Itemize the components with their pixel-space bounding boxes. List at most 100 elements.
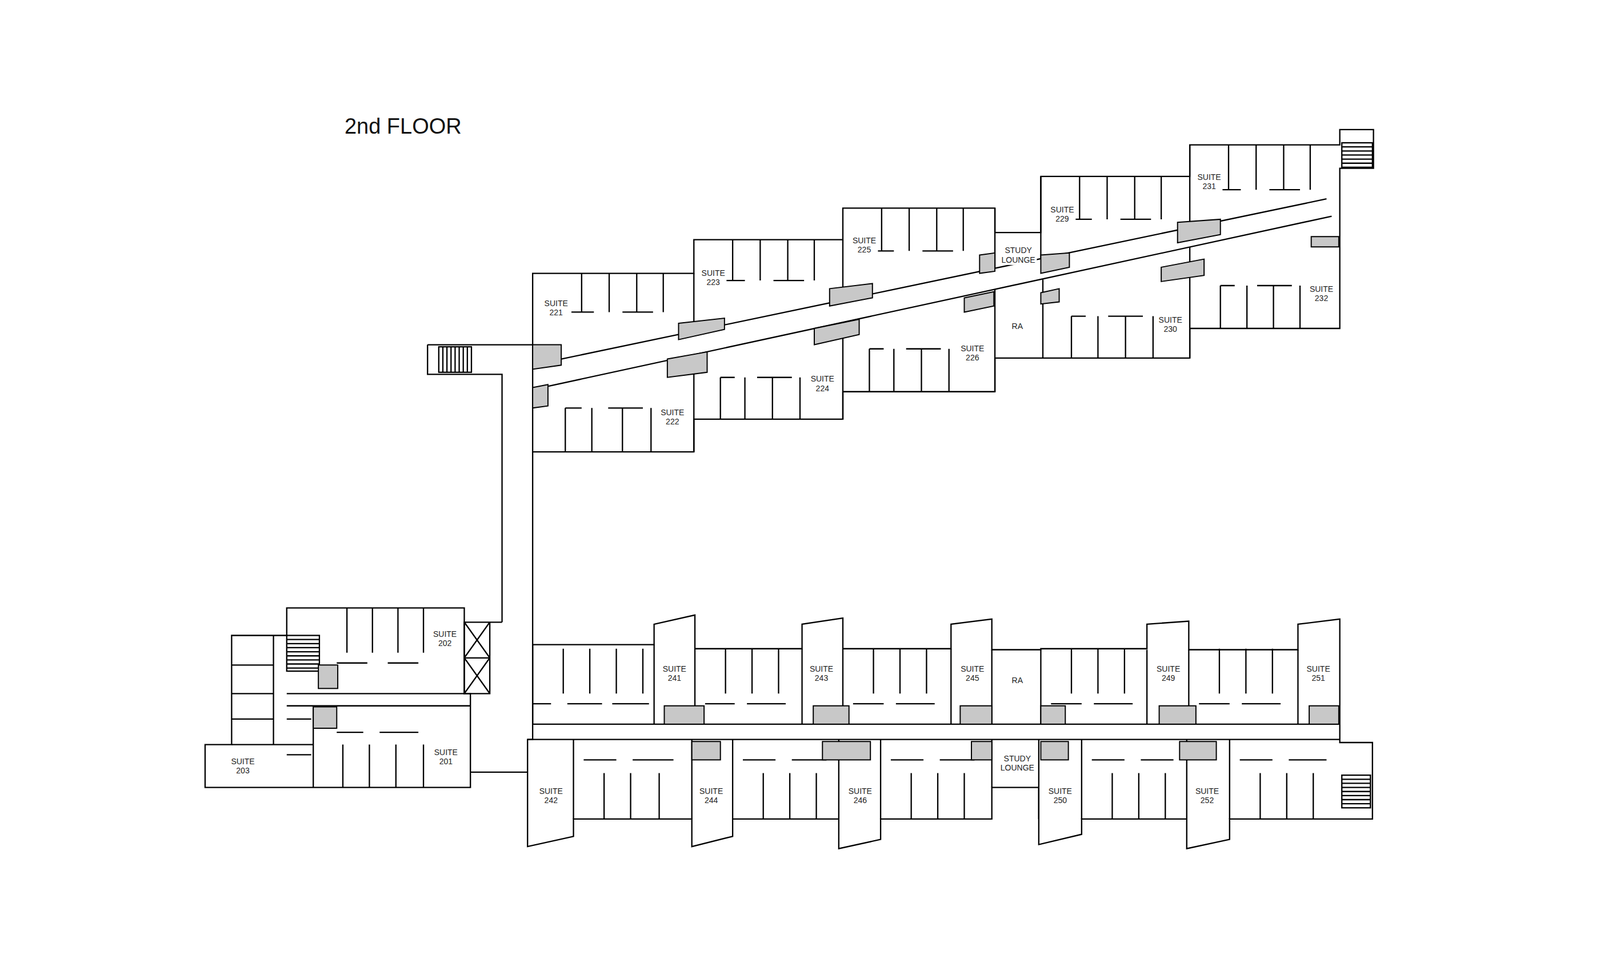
closet — [532, 384, 548, 408]
room-name: SUITE 243 — [808, 663, 835, 683]
corridor-wall — [532, 198, 1332, 390]
room-name: SUITE 230 — [1157, 314, 1184, 335]
closet — [960, 706, 992, 725]
room-name: SUITE 202 — [431, 629, 459, 649]
room-label: SUITE 230 — [1157, 314, 1184, 335]
closet — [1040, 741, 1068, 760]
room-name: SUITE 231 — [1195, 172, 1223, 192]
corridor-wall — [527, 645, 1340, 740]
closet — [1040, 706, 1066, 725]
room-name: SUITE 223 — [700, 268, 727, 288]
closet — [667, 352, 708, 378]
room-label: SUITE 226 — [958, 343, 986, 363]
room-wall — [532, 649, 1327, 820]
room-name: SUITE 221 — [542, 298, 570, 318]
closet — [1179, 741, 1216, 760]
closet — [1177, 219, 1221, 243]
room-label: SUITE 251 — [1305, 663, 1332, 683]
room-label: SUITE 252 — [1193, 786, 1221, 806]
room-label: SUITE 202 — [431, 629, 459, 649]
closet — [964, 292, 995, 313]
wall — [205, 608, 471, 788]
closet — [318, 665, 338, 689]
room-name: SUITE 201 — [432, 747, 460, 767]
room-label: SUITE 223 — [700, 268, 727, 288]
stair-treads — [442, 346, 468, 373]
closet — [1159, 706, 1196, 725]
stair-treads — [286, 640, 320, 669]
room-name: SUITE 203 — [229, 756, 256, 776]
corridor-wall — [427, 345, 533, 646]
closet — [829, 283, 873, 306]
room-name: RA — [1010, 321, 1025, 332]
room-label: SUITE 244 — [697, 786, 725, 806]
room-label: SUITE 221 — [542, 298, 570, 318]
stair — [1341, 775, 1371, 808]
room-label: SUITE 229 — [1048, 204, 1076, 224]
room-label: SUITE 201 — [432, 747, 460, 767]
room-name: SUITE 224 — [809, 373, 836, 394]
room-label: SUITE 203 — [229, 756, 256, 776]
stair-treads — [1341, 779, 1371, 804]
room-name: SUITE 226 — [958, 343, 986, 363]
room-name: STUDY LOUNGE — [1000, 245, 1038, 265]
closet — [1161, 259, 1204, 282]
elevator — [464, 622, 503, 694]
room-wall — [286, 608, 424, 788]
corridor-wall — [231, 636, 471, 788]
room-label: SUITE 225 — [850, 234, 878, 255]
room-label: SUITE 243 — [808, 663, 835, 683]
room-name: STUDY LOUNGE — [998, 753, 1036, 774]
stair-treads — [1341, 146, 1373, 164]
room-label: SUITE 231 — [1195, 172, 1223, 192]
room-name: SUITE 241 — [661, 663, 688, 683]
closet — [1040, 288, 1059, 304]
closet — [971, 741, 992, 760]
suite-divider — [693, 145, 1190, 453]
room-label: RA — [1010, 321, 1025, 332]
room-name: SUITE 232 — [1308, 284, 1335, 304]
room-label: SUITE 250 — [1046, 786, 1074, 806]
wall — [527, 615, 1373, 850]
room-name: SUITE 242 — [537, 786, 565, 806]
room-name: SUITE 245 — [958, 663, 986, 683]
room-label: SUITE 241 — [661, 663, 688, 683]
room-label: SUITE 249 — [1154, 663, 1182, 683]
room-label: SUITE 246 — [846, 786, 874, 806]
closet — [664, 706, 705, 725]
closet — [313, 707, 337, 730]
closet — [813, 706, 850, 725]
stair — [438, 346, 472, 373]
closet — [814, 319, 860, 346]
connector-wall — [470, 772, 528, 774]
room-label: SUITE 232 — [1308, 284, 1335, 304]
closet — [1311, 236, 1339, 247]
suite-divider — [573, 645, 1299, 820]
room-label: SUITE 242 — [537, 786, 565, 806]
room-name: SUITE 244 — [697, 786, 725, 806]
closet — [1309, 706, 1339, 725]
room-label: RA — [1010, 675, 1025, 686]
room-name: SUITE 222 — [658, 407, 686, 427]
closet — [979, 253, 995, 274]
room-label: SUITE 245 — [958, 663, 986, 683]
floor-title: 2nd FLOOR — [344, 114, 462, 139]
room-name: SUITE 246 — [846, 786, 874, 806]
closet — [822, 741, 871, 760]
room-label: STUDY LOUNGE — [1000, 245, 1038, 265]
closet — [532, 345, 562, 370]
room-label: STUDY LOUNGE — [998, 753, 1036, 774]
room-name: SUITE 251 — [1305, 663, 1332, 683]
room-name: SUITE 249 — [1154, 663, 1182, 683]
room-label: SUITE 222 — [658, 407, 686, 427]
closet — [1040, 253, 1070, 274]
room-name: RA — [1010, 675, 1025, 686]
room-wall — [565, 145, 1311, 453]
room-label: SUITE 224 — [809, 373, 836, 394]
closet — [678, 318, 725, 340]
closet — [692, 741, 721, 760]
stair — [1341, 142, 1373, 168]
room-name: SUITE 250 — [1046, 786, 1074, 806]
